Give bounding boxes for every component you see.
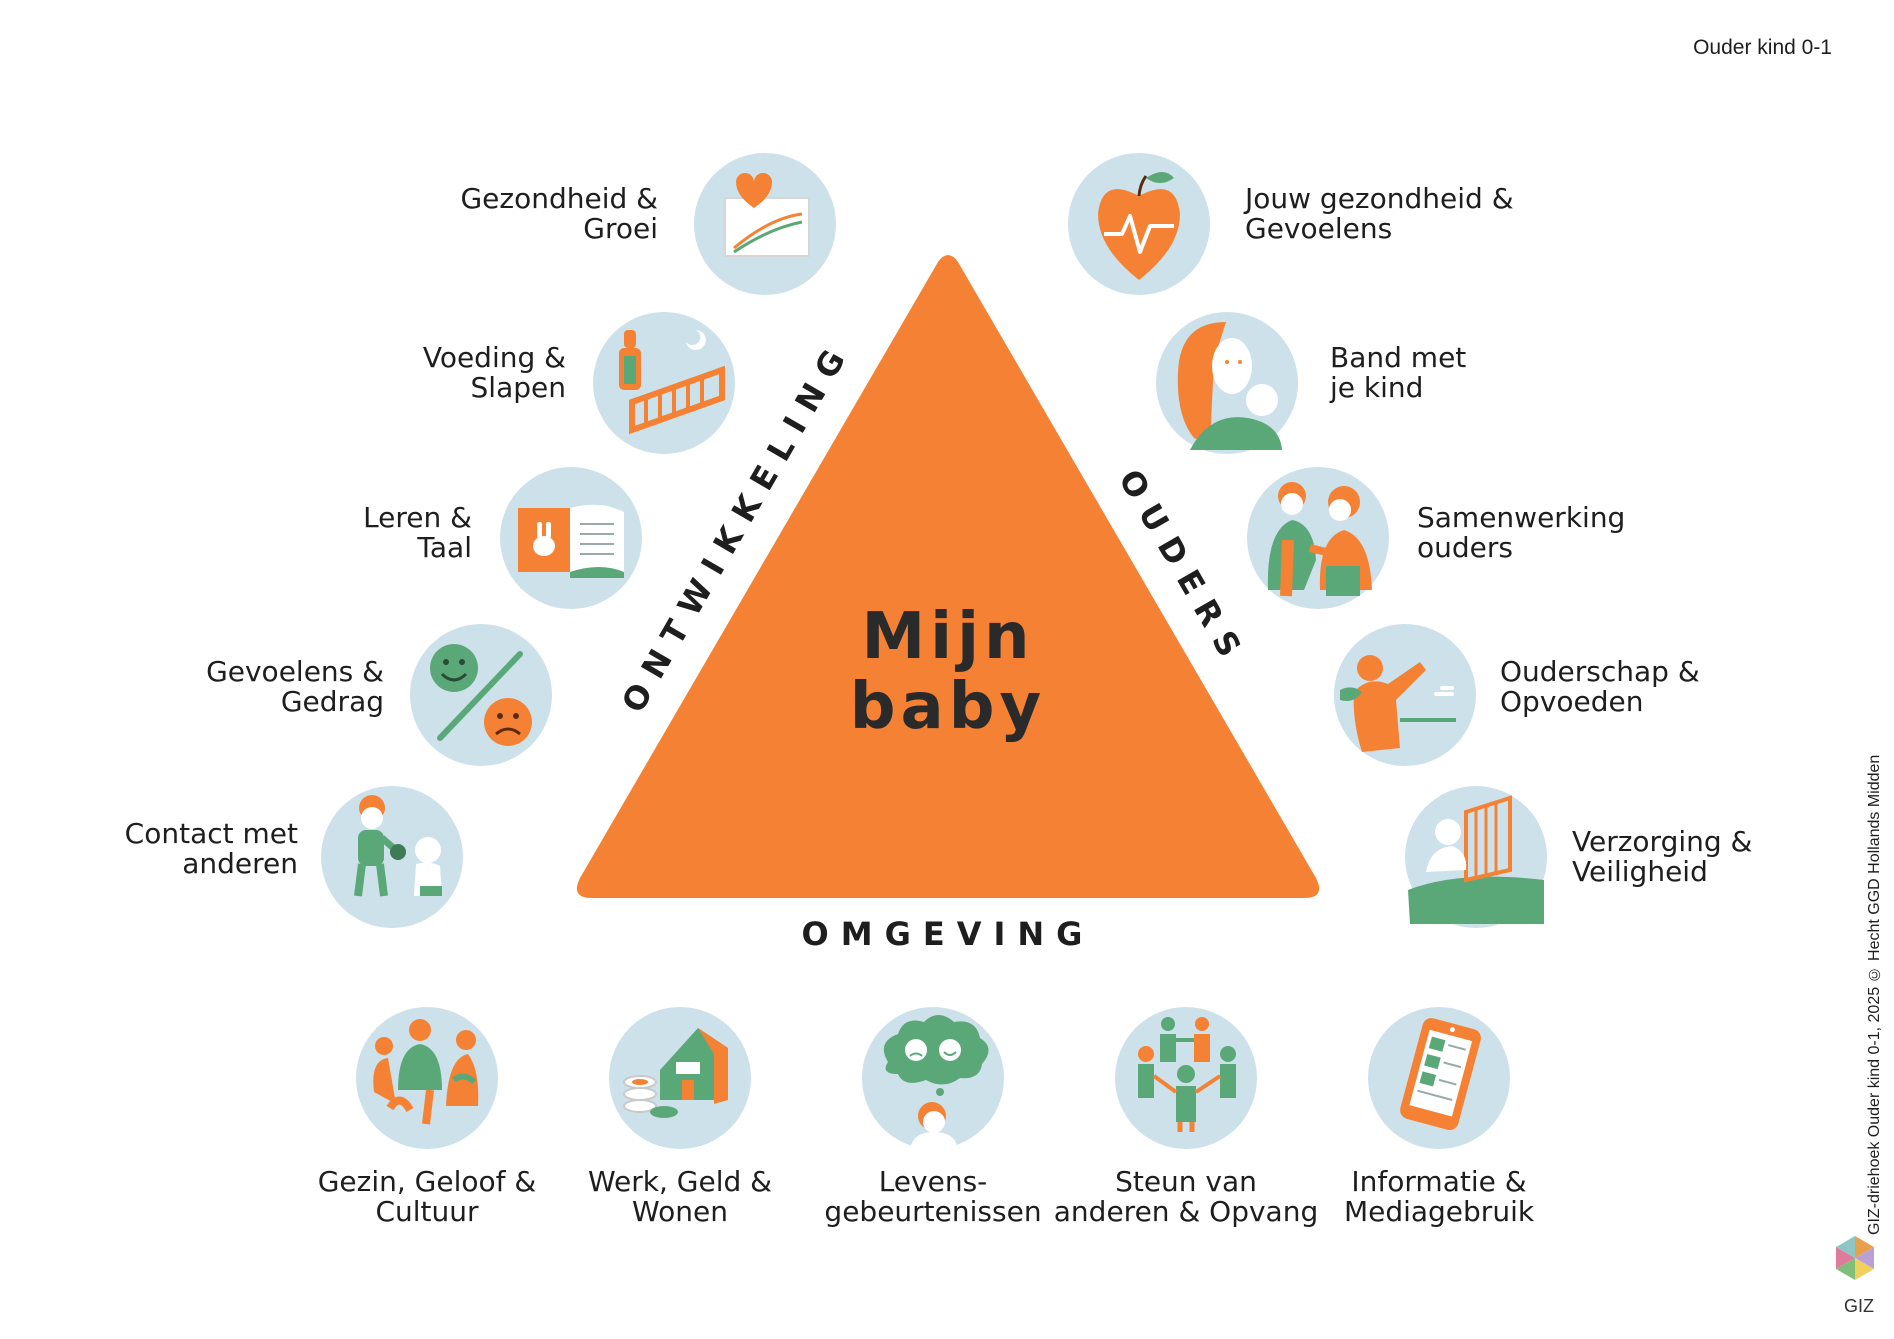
topic-label-line2: Veiligheid bbox=[1572, 855, 1708, 888]
support-group-icon bbox=[1138, 1017, 1236, 1132]
topic-leren-taal: Leren & Taal bbox=[363, 467, 642, 609]
topic-label-line2: Gevoelens bbox=[1245, 212, 1392, 245]
topic-label-line1: Samenwerking bbox=[1417, 501, 1625, 534]
topic-label-line2: Opvoeden bbox=[1500, 685, 1644, 718]
topic-werk-geld-wonen: Werk, Geld & Wonen bbox=[588, 1007, 772, 1228]
center-line-2: baby bbox=[850, 670, 1047, 744]
topic-verzorging-veiligheid: Verzorging & Veiligheid bbox=[1405, 786, 1752, 928]
topic-label-line2: anderen bbox=[182, 847, 298, 880]
central-triangle bbox=[576, 255, 1320, 898]
topic-label-line1: Jouw gezondheid & bbox=[1243, 182, 1514, 215]
house-coins-icon bbox=[623, 1028, 728, 1118]
topic-label-line2: ouders bbox=[1417, 531, 1513, 564]
tablet-icon bbox=[1400, 1018, 1481, 1131]
topic-gezin-geloof-cultuur: Gezin, Geloof & Cultuur bbox=[318, 1007, 537, 1228]
parent-pointing-icon bbox=[1340, 655, 1456, 752]
topic-gezondheid-groei: Gezondheid & Groei bbox=[460, 153, 836, 295]
center-line-1: Mijn bbox=[861, 600, 1034, 674]
picture-book-icon bbox=[518, 504, 624, 578]
family-icon bbox=[373, 1019, 479, 1125]
topic-label-line2: Slapen bbox=[471, 371, 566, 404]
topic-label-line2: je kind bbox=[1329, 371, 1423, 404]
topic-label-line1: Voeding & bbox=[423, 341, 566, 374]
topic-label-line2: Groei bbox=[583, 212, 658, 245]
happy-sad-face-icon bbox=[430, 644, 532, 746]
topic-label-line1: Levens- bbox=[879, 1165, 988, 1198]
topic-label-line2: Mediagebruik bbox=[1344, 1195, 1535, 1228]
giz-logo-text: GIZ bbox=[1844, 1296, 1874, 1316]
topic-levensgebeurtenissen: Levens- gebeurtenissen bbox=[824, 1007, 1042, 1228]
bottle-crib-icon bbox=[619, 330, 725, 435]
thought-cloud-icon bbox=[883, 1015, 989, 1150]
heart-growth-chart-icon bbox=[724, 173, 810, 257]
baby-stairgate-icon bbox=[1408, 795, 1544, 924]
topic-label-line1: Werk, Geld & bbox=[588, 1165, 772, 1198]
topic-label-line1: Leren & bbox=[363, 501, 472, 534]
topic-label-line1: Gezin, Geloof & bbox=[318, 1165, 537, 1198]
side-label-bottom: OMGEVING bbox=[802, 915, 1095, 953]
topic-label-line2: Wonen bbox=[632, 1195, 728, 1228]
topic-ouderschap-opvoeden: Ouderschap & Opvoeden bbox=[1334, 624, 1700, 766]
topic-label-line1: Band met bbox=[1330, 341, 1466, 374]
toddler-baby-play-icon bbox=[354, 795, 442, 897]
giz-logo-icon bbox=[1836, 1236, 1874, 1280]
topic-label-line2: Cultuur bbox=[375, 1195, 479, 1228]
topic-contact-anderen: Contact met anderen bbox=[125, 786, 463, 928]
topic-label-line2: gebeurtenissen bbox=[824, 1195, 1041, 1228]
topic-steun-opvang: Steun van anderen & Opvang bbox=[1054, 1007, 1318, 1228]
corner-label: Ouder kind 0-1 bbox=[1693, 36, 1832, 59]
topic-label-line1: Gezondheid & bbox=[460, 182, 658, 215]
two-parents-icon bbox=[1267, 482, 1372, 597]
topic-label-line1: Steun van bbox=[1115, 1165, 1257, 1198]
topic-jouw-gezondheid: Jouw gezondheid & Gevoelens bbox=[1068, 153, 1514, 295]
topic-label-line1: Gevoelens & bbox=[206, 655, 384, 688]
topic-band-kind: Band met je kind bbox=[1156, 312, 1466, 454]
topic-samenwerking-ouders: Samenwerking ouders bbox=[1247, 467, 1625, 609]
topic-label-line1: Ouderschap & bbox=[1500, 655, 1700, 688]
parent-baby-bond-icon bbox=[1177, 322, 1282, 450]
topic-label-line1: Contact met bbox=[125, 817, 298, 850]
apple-heartbeat-icon bbox=[1098, 172, 1180, 280]
topic-label-line2: anderen & Opvang bbox=[1054, 1195, 1318, 1228]
topic-label-line1: Informatie & bbox=[1351, 1165, 1526, 1198]
credit-line: GIZ-driehoek Ouder kind 0-1, 2025 © Hech… bbox=[1866, 754, 1883, 1235]
topic-label-line1: Verzorging & bbox=[1572, 825, 1752, 858]
topic-label-line2: Taal bbox=[416, 531, 472, 564]
topic-gevoelens-gedrag: Gevoelens & Gedrag bbox=[206, 624, 552, 766]
topic-label-line2: Gedrag bbox=[281, 685, 384, 718]
topic-voeding-slapen: Voeding & Slapen bbox=[423, 312, 735, 454]
topic-informatie-media: Informatie & Mediagebruik bbox=[1344, 1007, 1535, 1228]
